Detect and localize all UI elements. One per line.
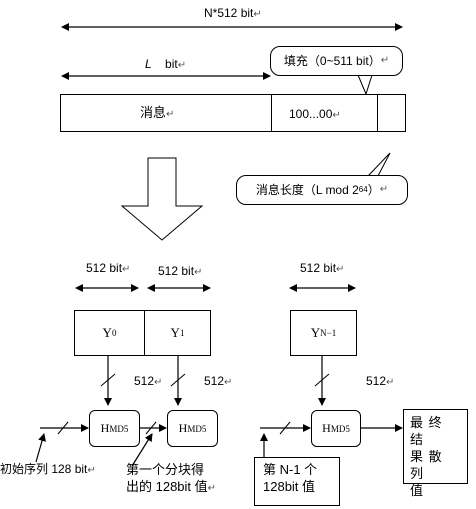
final-result-line3: 值 (410, 483, 425, 498)
para-mark: ↵ (154, 377, 163, 388)
hmd5-subscript: MD5 (109, 423, 129, 434)
nth-bus-slash (279, 421, 291, 435)
para-mark: ↵ (166, 109, 175, 120)
y1-symbol: Y (170, 325, 180, 340)
padding-callout-text: 填充（0~511 bit） (283, 54, 381, 68)
big-down-arrow (120, 157, 204, 241)
final-result-box: 最 终 结 果 散 列 值 (403, 409, 468, 498)
yn-bus-width: 512↵ (366, 374, 394, 390)
y0-bus-width-text: 512 (134, 374, 155, 388)
yn-symbol: Y (310, 325, 321, 340)
para-mark: ↵ (224, 377, 233, 388)
final-result-line1: 最 终 结 (410, 415, 443, 447)
para-mark: ↵ (332, 110, 341, 121)
h0-h1-bus-slash (145, 421, 157, 435)
hmd5-subscript: MD5 (187, 423, 207, 434)
total-length-label: N*512 bit↵ (204, 6, 262, 22)
yn-bus-width-text: 512 (366, 374, 387, 388)
total-length-text: N*512 bit (204, 6, 254, 20)
para-mark: ↵ (253, 9, 262, 20)
message-bar-length-divider (377, 94, 378, 132)
nth-value-box: 第 N-1 个 128bit 值 (254, 457, 340, 506)
hmd5-symbol: H (322, 421, 331, 435)
y0-subscript: 0 (111, 328, 117, 338)
para-mark: ↵ (177, 60, 187, 71)
padding-callout-pointer (357, 74, 373, 96)
para-mark: ↵ (336, 264, 345, 275)
initial-sequence-label: 初始序列 128 bit↵ (0, 461, 96, 479)
block1-width-text: 512 bit (158, 264, 195, 278)
initial-sequence-text: 初始序列 128 bit (0, 462, 88, 476)
message-bar (60, 94, 406, 132)
para-mark: ↵ (122, 264, 131, 275)
y0-bus-slash (100, 373, 116, 387)
para-mark: ↵ (207, 483, 217, 494)
hmd5-symbol: H (100, 421, 110, 435)
first-block-output-line2: 出的 128bit 值 (126, 479, 208, 494)
para-mark: ↵ (194, 267, 203, 278)
first-out-pointer (131, 433, 153, 467)
l-symbol: L (145, 57, 152, 71)
first-block-output-line1: 第一个分块得 (126, 462, 205, 477)
length-callout-close: ） (367, 183, 380, 197)
block0-width-text: 512 bit (86, 261, 123, 275)
y1-subscript: 1 (179, 328, 185, 338)
l-bit-label: L bit↵ (145, 57, 186, 73)
blockn-width-label: 512 bit↵ (300, 261, 344, 277)
block0-width-label: 512 bit↵ (86, 261, 130, 277)
para-mark: ↵ (380, 55, 390, 66)
y0-symbol: Y (102, 325, 112, 340)
padding-callout: 填充（0~511 bit）↵ (270, 46, 403, 76)
y0-bus-width: 512↵ (134, 374, 162, 390)
message-label: 消息↵ (140, 106, 174, 122)
y1-bus-width-text: 512 (204, 374, 225, 388)
final-result-line2: 果 散 列 (410, 449, 443, 481)
para-mark: ↵ (386, 377, 395, 388)
first-block-output-label: 第一个分块得 出的 128bit 值↵ (126, 461, 216, 497)
length-callout-exponent: 64 (358, 185, 368, 194)
message-text: 消息 (140, 105, 167, 120)
padding-bits-text: 100...00 (289, 107, 333, 121)
init-label-pointer (35, 433, 46, 463)
init-bus-slash (57, 421, 69, 435)
y1-bus-width: 512↵ (204, 374, 232, 390)
yn-subscript: N−1 (320, 328, 337, 338)
nth-value-line1: 第 N-1 个 (263, 462, 318, 477)
l-unit: bit (165, 57, 178, 71)
para-mark: ↵ (87, 465, 96, 476)
block1-width-label: 512 bit↵ (158, 264, 202, 280)
nth-value-line2: 128bit 值 (263, 479, 316, 494)
y1-bus-slash (170, 373, 186, 387)
length-callout-pointer (367, 152, 391, 177)
hmd5-subscript: MD5 (330, 423, 350, 434)
padding-bits-label: 100...00↵ (289, 107, 341, 123)
hmd5-symbol: H (178, 421, 188, 435)
yn-bus-slash (314, 373, 330, 387)
para-mark: ↵ (379, 184, 389, 195)
message-bar-padding-divider (271, 94, 272, 132)
length-callout-text: 消息长度（L mod 2 (255, 183, 359, 197)
blockn-width-text: 512 bit (300, 261, 337, 275)
